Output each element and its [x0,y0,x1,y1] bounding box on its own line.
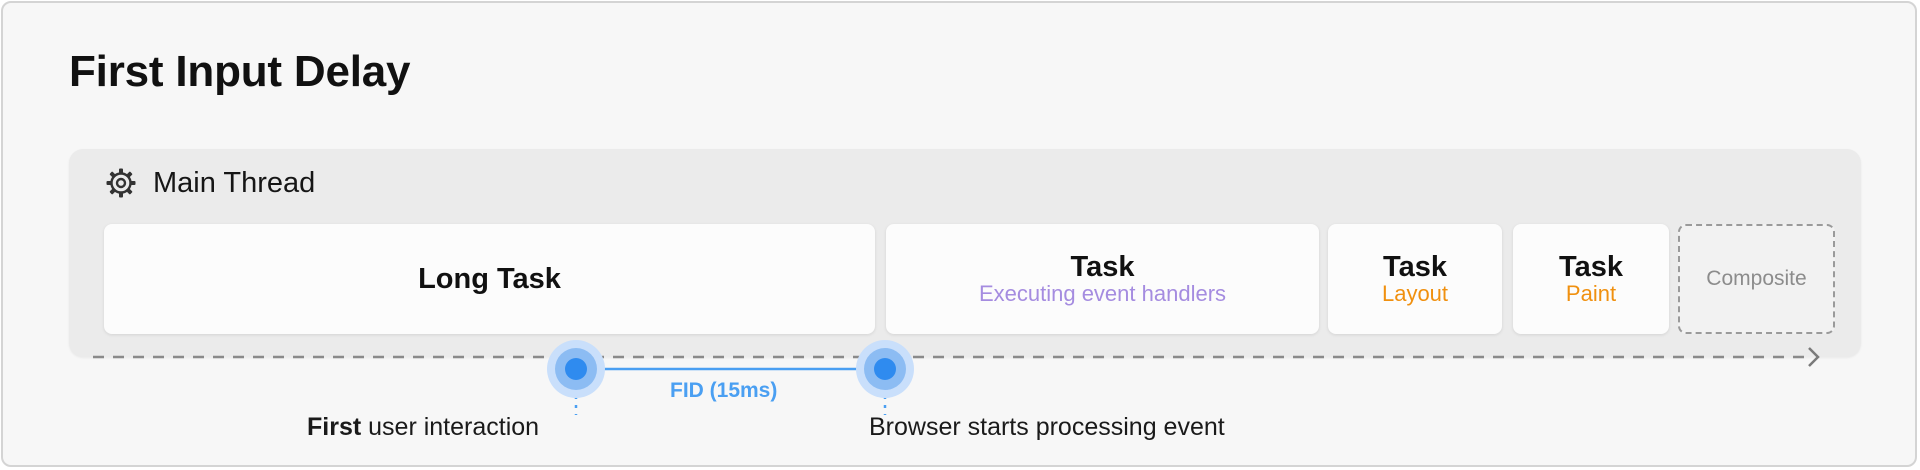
composite-label: Composite [1706,267,1807,290]
first-interaction-bold: First [307,413,362,441]
long-task-block: Long Task [104,224,875,334]
task-subtitle: Executing event handlers [978,281,1227,306]
processing-start-label: Browser starts processing event [869,413,1225,441]
task-title: Task [1070,251,1135,283]
fid-duration-label: FID (15ms) [670,379,778,402]
main-thread-label: Main Thread [153,167,316,199]
gear-icon [106,168,136,198]
first-interaction-rest: user interaction [361,413,540,441]
task-layout-block: Task Layout [1328,224,1502,334]
first-interaction-dot [565,358,587,380]
timeline-overlay [93,340,1820,415]
task-subtitle: Layout [1381,281,1449,306]
first-interaction-label: First user interaction [307,413,539,442]
task-event-handlers-block: Task Executing event handlers [886,224,1319,334]
task-title: Task [1559,251,1623,283]
task-subtitle: Paint [1565,281,1617,306]
processing-start-dot [874,358,896,380]
task-title: Task [1383,251,1447,283]
composite-block: Composite [1678,224,1835,334]
task-paint-block: Task Paint [1513,224,1669,334]
task-title: Long Task [418,263,561,295]
diagram-title: First Input Delay [69,47,411,96]
time-axis-arrowhead [1808,347,1820,367]
main-thread-panel: Main Thread Long Task Task Executing eve… [69,149,1861,357]
